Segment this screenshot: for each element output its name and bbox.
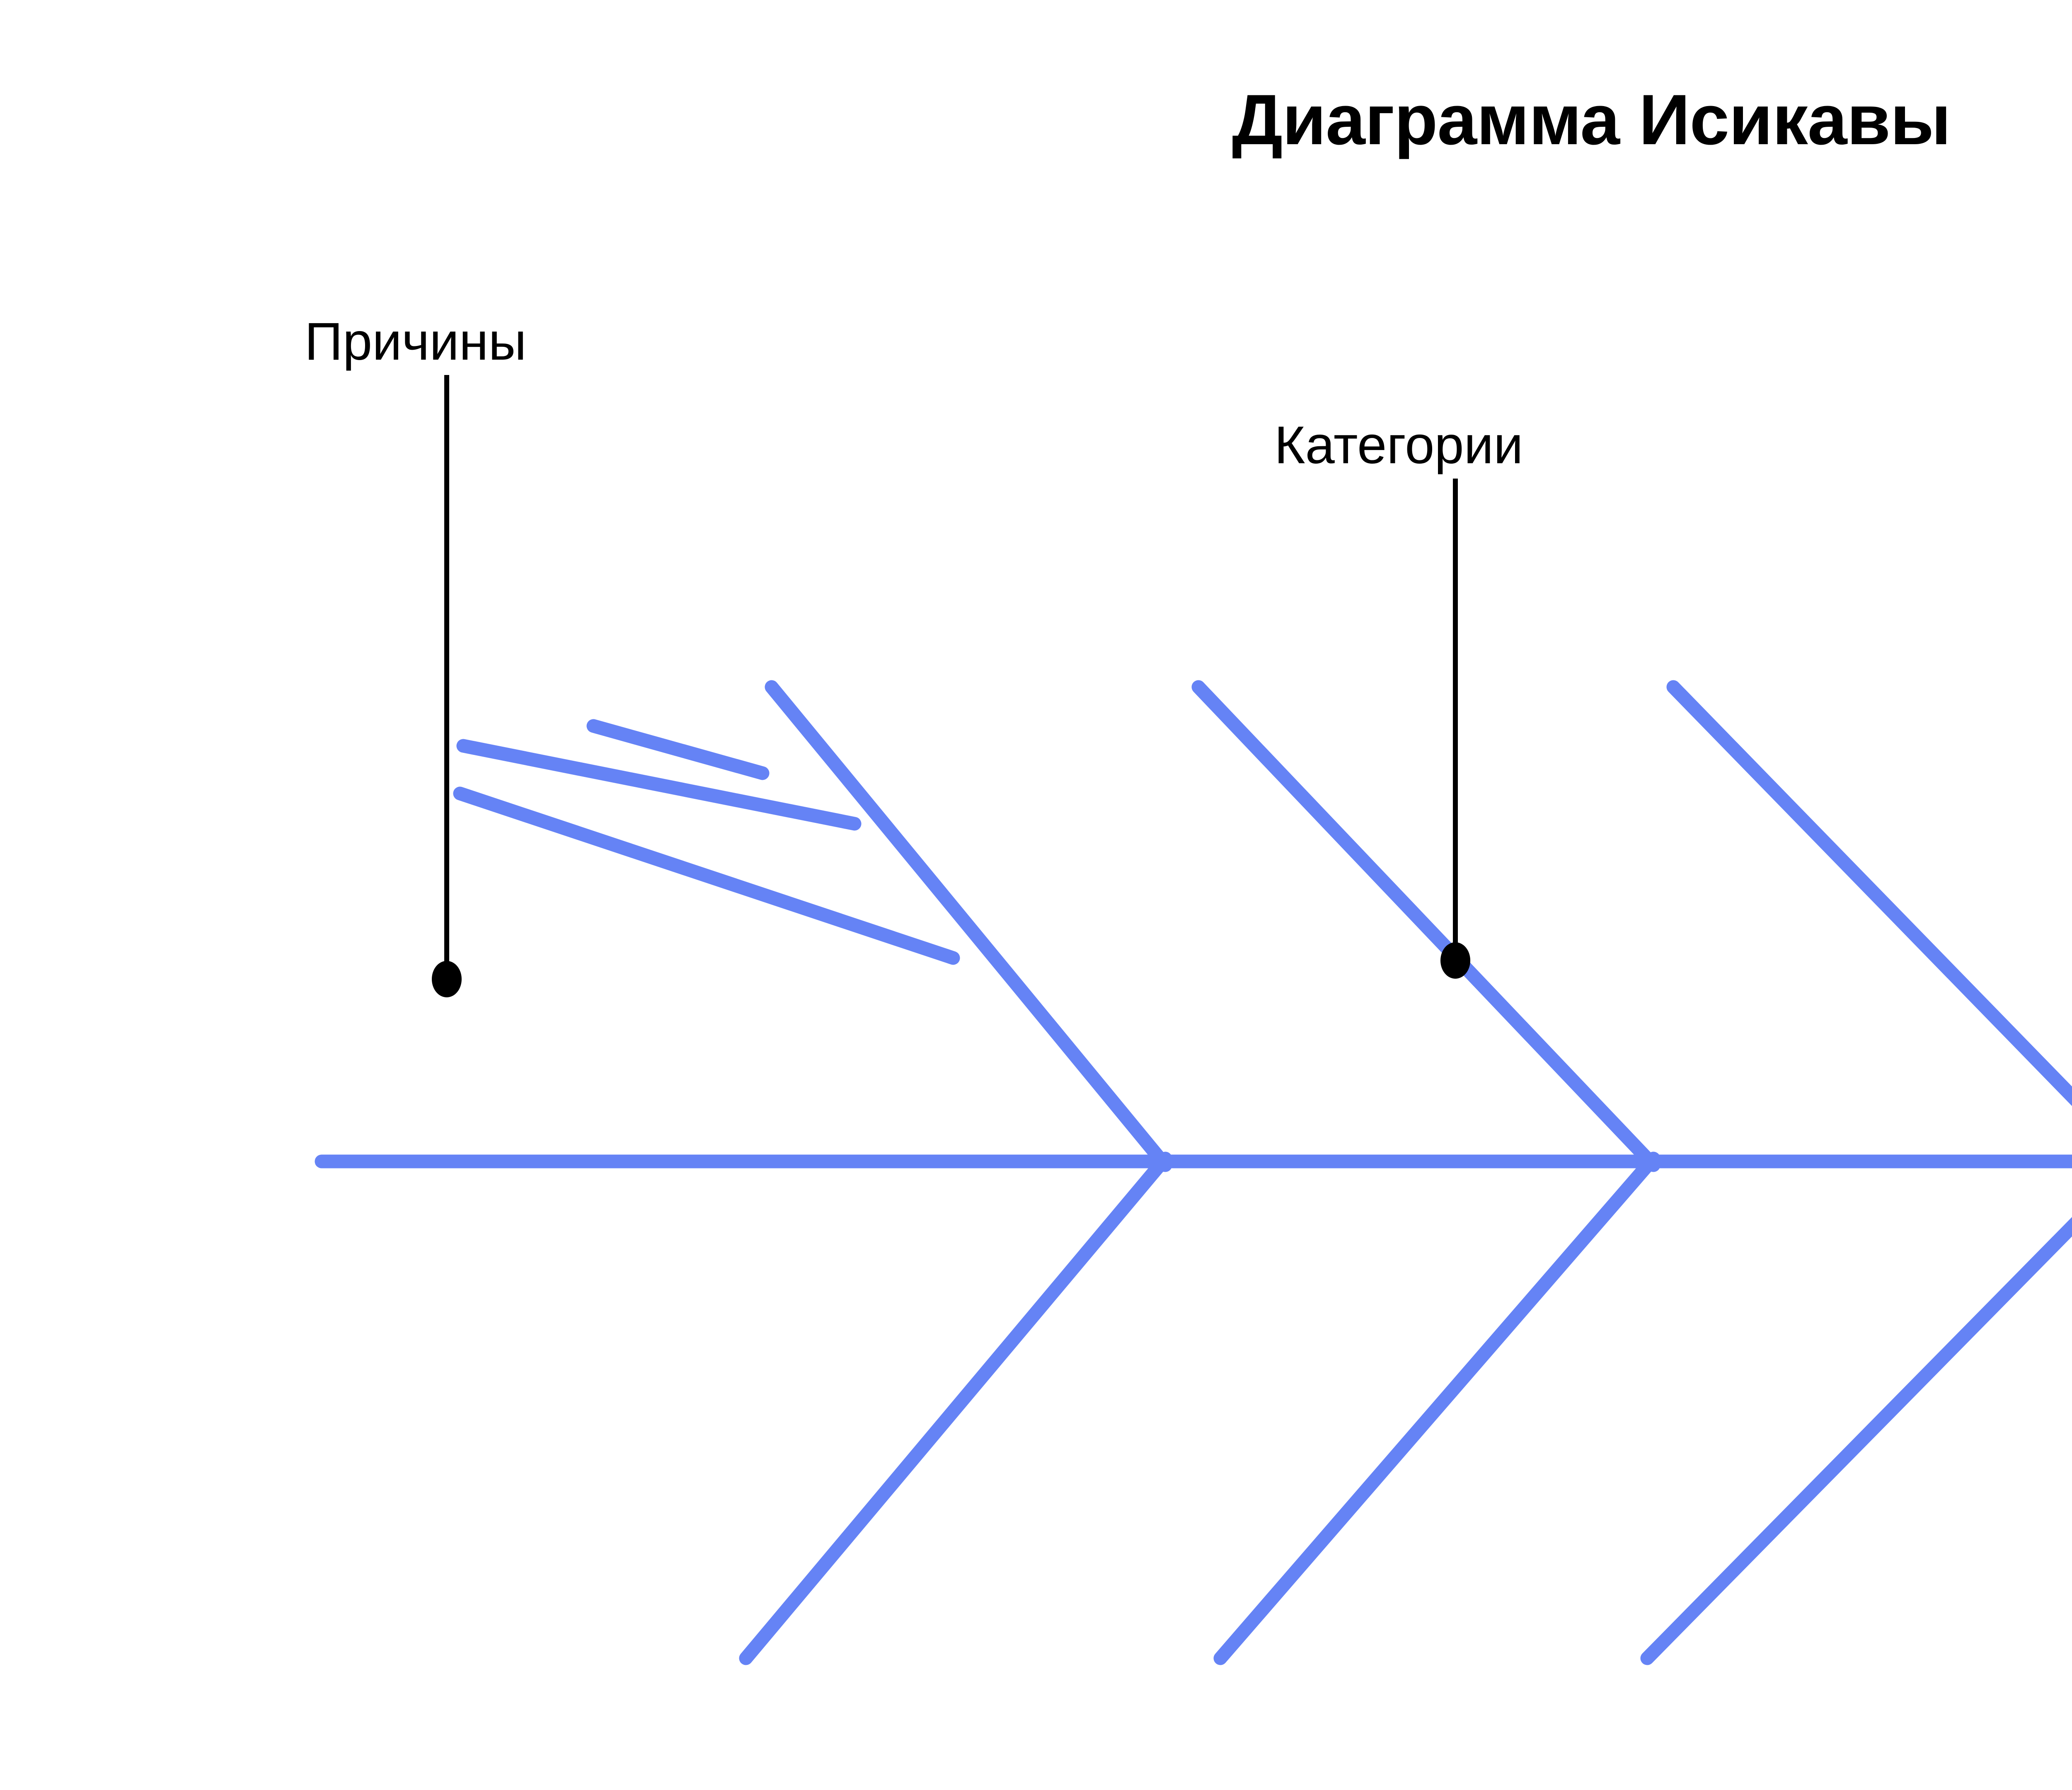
category-bone-lower-2[interactable] (1213, 1151, 1661, 1665)
category-bone-upper-3[interactable] (1666, 680, 2072, 1165)
category-bone-lower-1[interactable] (739, 1151, 1172, 1665)
category-bone-lower-3[interactable] (1640, 1159, 2072, 1665)
annotation-label-categories: Категории (1274, 416, 1523, 475)
dot-marker-categories[interactable] (1440, 942, 1470, 979)
annotation-label-causes: Причины (305, 312, 527, 371)
dot-marker-causes[interactable] (432, 961, 462, 997)
sub-cause-bone-3[interactable] (453, 786, 960, 965)
sub-cause-bone-1[interactable] (586, 719, 770, 780)
sub-cause-bone-2[interactable] (456, 739, 862, 831)
category-bone-upper-1[interactable] (765, 680, 1172, 1172)
page-title: Диаграмма Исикавы (1232, 80, 1951, 160)
category-bone-upper-2[interactable] (1191, 680, 1661, 1172)
